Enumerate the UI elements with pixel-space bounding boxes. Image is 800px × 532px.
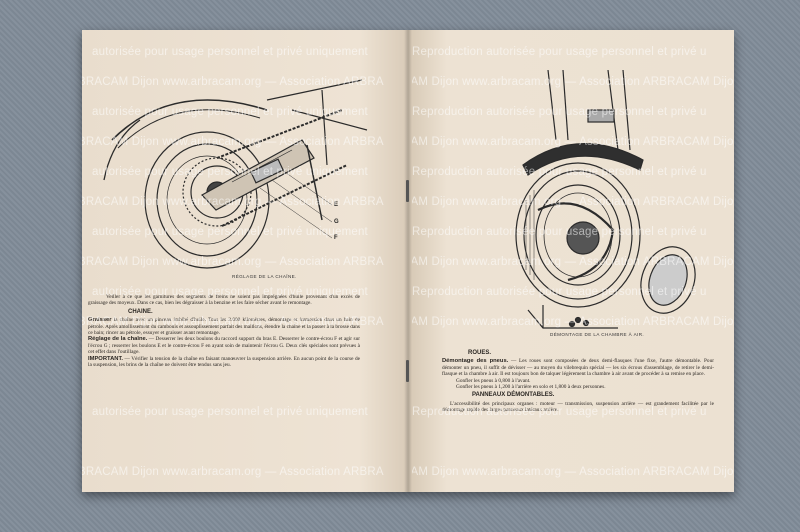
- chain-heading: CHAINE.: [128, 308, 153, 315]
- watermark-line: autorisée pour usage personnel et privé …: [92, 106, 368, 118]
- right-page: Démontage de la chambre à air. ROUES. Dé…: [408, 30, 734, 492]
- left-page-text: Veiller à ce que les garnitures des segm…: [88, 294, 360, 368]
- intro-paragraph: Veiller à ce que les garnitures des segm…: [88, 294, 360, 307]
- watermark-line: Reproduction autorisée pour usage person…: [412, 226, 707, 238]
- watermark-line: Reproduction autorisée pour usage person…: [412, 406, 707, 418]
- watermark-line: BRACAM Dijon www.arbracam.org — Associat…: [82, 316, 384, 328]
- chain-adjustment-illustration: [103, 79, 368, 269]
- watermark-line: Reproduction autorisée pour usage person…: [412, 46, 707, 58]
- watermark-line: BRACAM Dijon www.arbracam.org — Associat…: [82, 136, 384, 148]
- open-booklet: E G F Réglage de la chaîne. Veiller à ce…: [82, 30, 734, 492]
- watermark-line: BRACAM Dijon www.arbracam.org — Associat…: [82, 76, 384, 88]
- watermark-line: Reproduction autorisée pour usage person…: [412, 106, 707, 118]
- left-page: E G F Réglage de la chaîne. Veiller à ce…: [82, 30, 408, 492]
- wheels-heading: ROUES.: [468, 350, 492, 356]
- panels-paragraph: L'accessibilité des principaux organes :…: [442, 400, 714, 414]
- adjust-text: — Desserrer les deux boulons du raccord …: [88, 336, 360, 356]
- figure-caption-left: Réglage de la chaîne.: [232, 274, 297, 279]
- panels-heading: PANNEAUX DÉMONTABLES.: [472, 392, 555, 399]
- important-text: — Vérifier la tension de la chaîne en fa…: [88, 355, 360, 369]
- pressure-rear: Gonfler les pneus à 1,200 à l'arrière en…: [456, 384, 606, 391]
- tyres-paragraph: Démontage des pneus. — Les roues sont co…: [442, 358, 714, 377]
- important-label: IMPORTANT.: [88, 355, 123, 362]
- watermark-line: BRACAM Dijon www.arbracam.org — Associat…: [82, 196, 384, 208]
- watermark-line: autorisée pour usage personnel et privé …: [92, 406, 368, 418]
- staple-bottom: [406, 360, 409, 382]
- watermark-line: autorisée pour usage personnel et privé …: [92, 166, 368, 178]
- watermark-line: Reproduction autorisée pour usage person…: [412, 286, 707, 298]
- watermark-line: CAM Dijon www.arbracam.org — Association…: [412, 466, 734, 478]
- watermark-line: CAM Dijon www.arbracam.org — Association…: [412, 76, 734, 88]
- pressure-front: Gonfler les pneus à 0,800 à l'avant.: [456, 377, 531, 384]
- adjust-label: Réglage de la chaîne.: [88, 336, 148, 343]
- figure-caption-right: Démontage de la chambre à air.: [550, 332, 645, 337]
- staple-top: [406, 180, 409, 202]
- adjust-paragraph: Réglage de la chaîne. — Desserrer les de…: [88, 336, 360, 355]
- tube-removal-illustration: [515, 70, 696, 329]
- watermark-right: Reproduction autorisée pour usage person…: [412, 30, 734, 492]
- page-gutter: [404, 30, 412, 492]
- watermark-line: BRACAM Dijon www.arbracam.org — Associat…: [82, 466, 384, 478]
- right-page-text: ROUES. Démontage des pneus. — Les roues …: [442, 348, 714, 414]
- important-paragraph: IMPORTANT. — Vérifier la tension de la c…: [88, 356, 360, 369]
- greasing-paragraph: Graisser la chaîne avec un pinceau imbib…: [88, 317, 360, 336]
- watermark-line: CAM Dijon www.arbracam.org — Association…: [412, 256, 734, 268]
- greasing-text: la chaîne avec un pinceau imbibé d'huile…: [88, 317, 361, 337]
- label-f: F: [334, 235, 338, 241]
- watermark-line: autorisée pour usage personnel et privé …: [92, 226, 368, 238]
- greasing-label: Graisser: [88, 317, 112, 324]
- watermark-line: BRACAM Dijon www.arbracam.org — Associat…: [82, 256, 384, 268]
- watermark-line: autorisée pour usage personnel et privé …: [92, 286, 368, 298]
- label-e: E: [334, 202, 339, 208]
- label-g: G: [334, 219, 339, 225]
- watermark-line: CAM Dijon www.arbracam.org — Association…: [412, 316, 734, 328]
- tyres-label: Démontage des pneus.: [442, 358, 509, 365]
- watermark-line: Reproduction autorisée pour usage person…: [412, 166, 707, 178]
- watermark-left: autorisée pour usage personnel et privé …: [82, 30, 404, 492]
- tyres-text: — Les roues sont composées de deux demi-…: [442, 358, 714, 378]
- watermark-line: CAM Dijon www.arbracam.org — Association…: [412, 196, 734, 208]
- watermark-line: autorisée pour usage personnel et privé …: [92, 46, 368, 58]
- watermark-line: CAM Dijon www.arbracam.org — Association…: [412, 136, 734, 148]
